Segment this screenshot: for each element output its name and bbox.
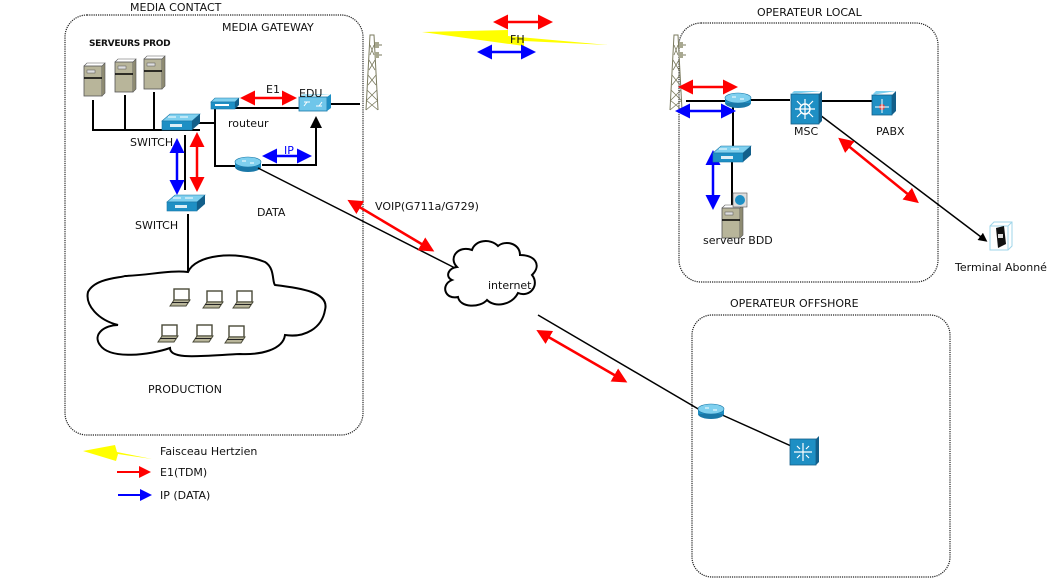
- msc-icon: [790, 90, 823, 125]
- serveurs-prod-group: SERVEURS PROD: [83, 39, 171, 97]
- zone-operateur-local: OPERATEUR LOCAL: [678, 6, 939, 283]
- legend-item-e1: E1(TDM): [117, 466, 207, 479]
- server-icon: [143, 55, 166, 90]
- data-router-node: DATA: [234, 156, 286, 219]
- ip-label: IP: [284, 144, 294, 157]
- switch-bottom: SWITCH: [135, 194, 206, 232]
- pabx-icon: [871, 91, 896, 116]
- msc-label: MSC: [794, 125, 818, 138]
- routeur-icon: [210, 97, 240, 110]
- production-label: PRODUCTION: [148, 383, 222, 396]
- switch-links: [169, 132, 205, 195]
- lightning-icon: [83, 445, 152, 461]
- serveurs-prod-label: SERVEURS PROD: [89, 39, 170, 49]
- zone-media-contact-label: MEDIA CONTACT: [130, 1, 222, 14]
- mobile-phone-icon: [989, 221, 1013, 251]
- serveur-bdd-label: serveur BDD: [703, 234, 773, 247]
- legend-item-fh: Faisceau Hertzien: [83, 445, 257, 461]
- ip-link: IP: [262, 144, 312, 164]
- edu-node: EDU: [298, 87, 331, 112]
- operateur-offshore-devices: [697, 403, 819, 466]
- zone-operateur-local-label: OPERATEUR LOCAL: [757, 6, 863, 19]
- msc-node: MSC: [790, 90, 823, 138]
- router-icon: [234, 156, 262, 173]
- terminal-abonne-node: Terminal Abonné: [954, 221, 1047, 274]
- internet-label: internet: [488, 279, 532, 292]
- e1-link: E1: [240, 83, 297, 106]
- msc-offshore-icon: [789, 436, 819, 466]
- legend-label: IP (DATA): [160, 489, 210, 502]
- routeur-node: routeur: [210, 97, 269, 130]
- radio-tower-icon: [669, 34, 687, 111]
- zone-media-contact: MEDIA CONTACT MEDIA GATEWAY: [64, 1, 364, 436]
- legend-label: E1(TDM): [160, 466, 207, 479]
- legend-item-ip: IP (DATA): [118, 489, 210, 502]
- radio-tower-icon: [365, 34, 383, 111]
- globe-icon: [732, 192, 748, 208]
- e1-label: E1: [266, 83, 280, 96]
- internet-links: VOIP(G711a/G729): [257, 167, 803, 452]
- switch-icon: [161, 113, 201, 131]
- data-label: DATA: [257, 206, 286, 219]
- legend: Faisceau Hertzien E1(TDM) IP (DATA): [83, 445, 257, 502]
- wires-media-contact: [92, 92, 360, 272]
- router-icon: [697, 403, 725, 420]
- terminal-abonne-label: Terminal Abonné: [954, 261, 1047, 274]
- zone-media-gateway-label: MEDIA GATEWAY: [222, 21, 314, 34]
- edu-icon: [298, 94, 331, 112]
- zone-operateur-offshore: OPERATEUR OFFSHORE: [691, 297, 951, 578]
- serveur-bdd-node: serveur BDD: [703, 192, 773, 247]
- switch-top: SWITCH: [130, 113, 201, 149]
- voip-label: VOIP(G711a/G729): [375, 200, 479, 213]
- production-cloud: PRODUCTION: [86, 254, 327, 396]
- legend-label: Faisceau Hertzien: [160, 445, 257, 458]
- internet-cloud: internet: [444, 240, 538, 307]
- edu-label: EDU: [299, 87, 322, 100]
- router-icon: [724, 92, 752, 109]
- pabx-label: PABX: [876, 125, 905, 138]
- fh-link: FH: [422, 14, 608, 60]
- switch-bottom-label: SWITCH: [135, 219, 178, 232]
- routeur-label: routeur: [228, 117, 269, 130]
- switch-icon: [166, 194, 206, 212]
- lightning-icon: [422, 30, 608, 46]
- operateur-local-devices: MSC PABX serveur BDD: [675, 79, 988, 247]
- pabx-node: PABX: [871, 91, 905, 138]
- switch-icon: [712, 145, 752, 163]
- switch-top-label: SWITCH: [130, 136, 173, 149]
- server-icon: [83, 62, 106, 97]
- zone-operateur-offshore-label: OPERATEUR OFFSHORE: [730, 297, 859, 310]
- fh-label: FH: [510, 33, 525, 46]
- server-icon: [114, 58, 137, 93]
